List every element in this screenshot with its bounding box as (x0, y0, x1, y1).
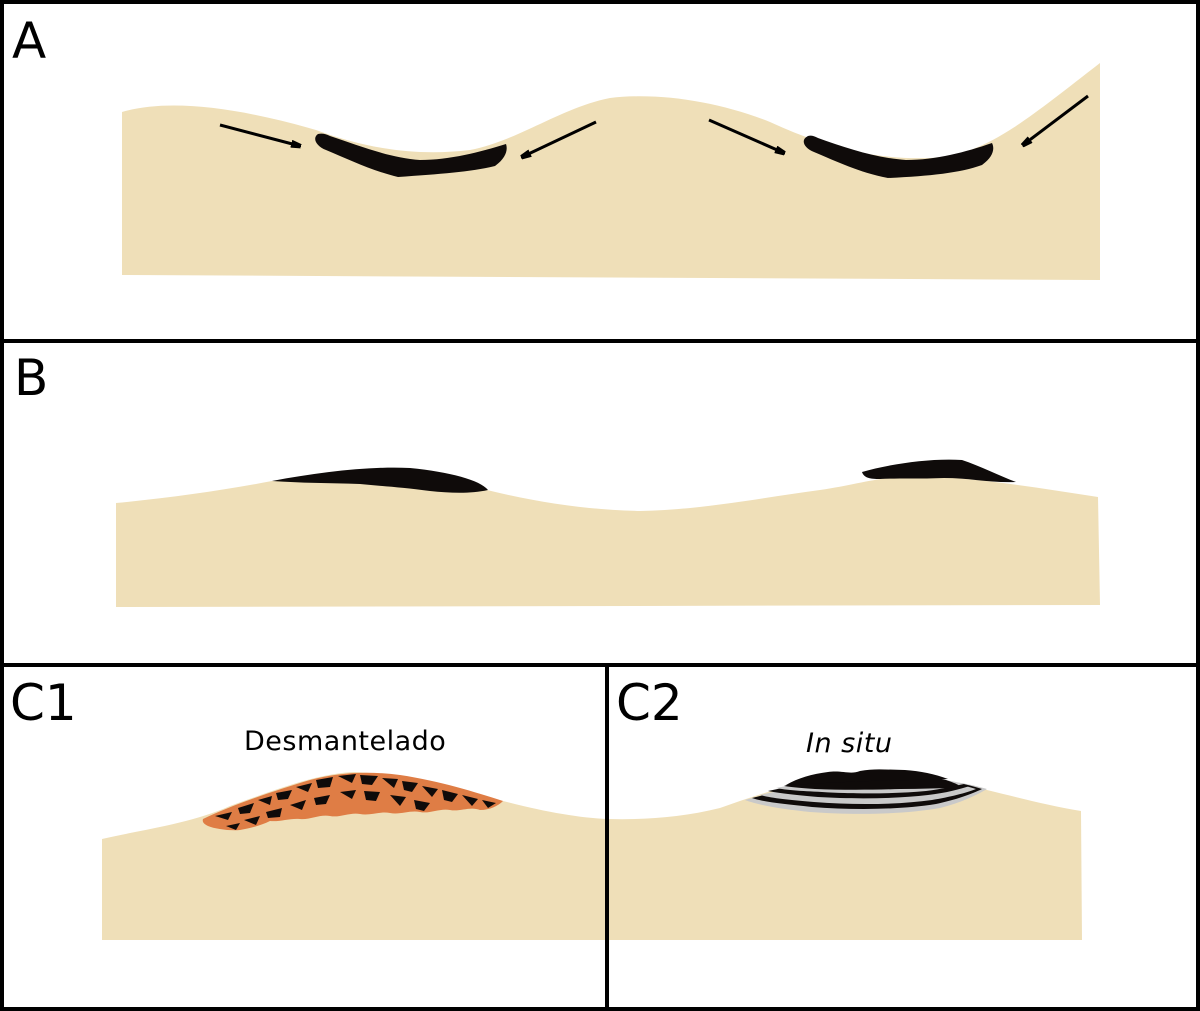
panel-label-b: B (14, 349, 49, 407)
panel-b-deposit-left (272, 467, 488, 493)
panel-c2 (607, 769, 1082, 940)
panel-c1-fragments (215, 774, 496, 830)
panel-a-terrain (122, 63, 1100, 280)
panel-c1 (102, 772, 607, 940)
caption-in-situ: In situ (806, 728, 893, 759)
panel-label-c2: C2 (616, 674, 683, 732)
panel-a-deposit-left (315, 133, 507, 177)
arrow-a4 (1023, 94, 1089, 145)
panel-b-terrain (116, 476, 1100, 607)
caption-desmantelado: Desmantelado (244, 726, 447, 757)
panel-label-c1: C1 (10, 674, 77, 732)
panel-b (116, 459, 1100, 607)
panel-b-deposit-right (862, 459, 1016, 483)
panel-label-a: A (12, 12, 47, 70)
panel-a (122, 63, 1100, 280)
panel-c2-layer-top-bump (786, 769, 948, 785)
arrow-a3 (708, 118, 784, 153)
arrow-a2 (522, 120, 597, 157)
panel-a-deposit-right (803, 135, 994, 178)
panel-c2-terrain (607, 776, 1082, 940)
arrow-a1 (219, 123, 300, 146)
